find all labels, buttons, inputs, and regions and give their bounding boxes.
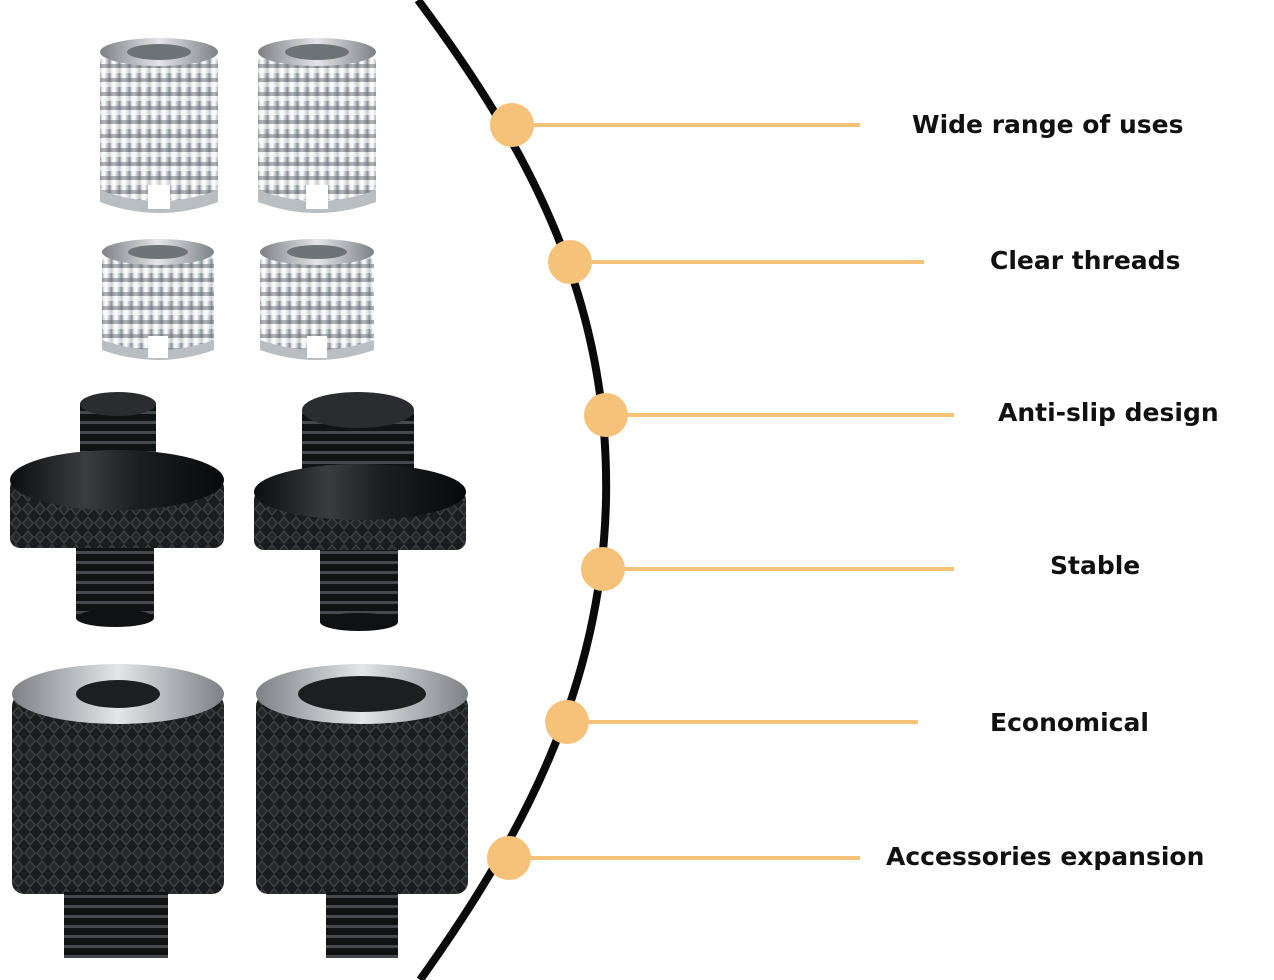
silver-thread-insert-icon [102, 239, 214, 360]
connector-dot-anti-slip-design [584, 393, 628, 437]
connector-dot-accessories-expansion [487, 836, 531, 880]
feature-label-accessories-expansion: Accessories expansion [886, 842, 1205, 871]
feature-connectors [487, 103, 954, 880]
silver-thread-insert-icon [100, 38, 218, 213]
black-double-male-screw-icon [10, 392, 224, 627]
feature-label-wide-range-of-uses: Wide range of uses [912, 110, 1184, 139]
connector-dot-wide-range-of-uses [490, 103, 534, 147]
feature-label-economical: Economical [990, 708, 1149, 737]
feature-label-stable: Stable [1050, 551, 1141, 580]
black-female-male-adapter-icon [256, 664, 468, 958]
silver-thread-insert-icon [258, 38, 376, 213]
connector-dot-stable [581, 547, 625, 591]
feature-label-anti-slip-design: Anti-slip design [998, 398, 1219, 427]
black-female-male-adapter-icon [12, 664, 224, 958]
feature-label-clear-threads: Clear threads [990, 246, 1181, 275]
connector-dot-clear-threads [548, 240, 592, 284]
connector-dot-economical [545, 700, 589, 744]
silver-thread-insert-icon [260, 239, 374, 360]
black-double-male-screw-icon [254, 392, 466, 631]
